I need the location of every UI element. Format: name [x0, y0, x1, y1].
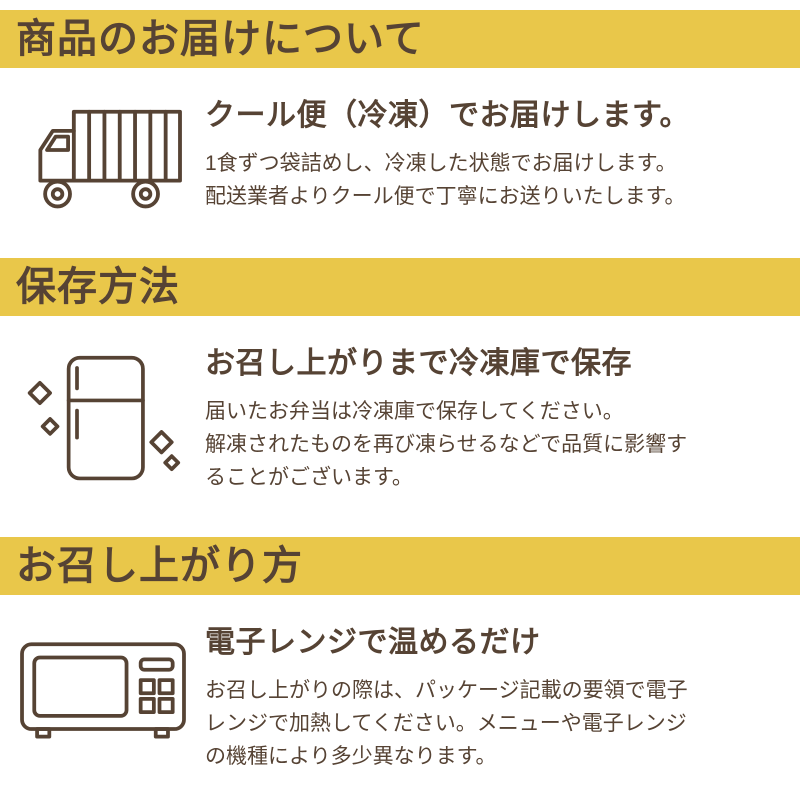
how-to-eat-title: 電子レンジで温めるだけ	[205, 625, 541, 659]
section-delivery: 商品のお届けについて クール便	[0, 10, 800, 216]
delivery-body: 1食ずつ袋詰めし、冷凍した状態でお届けします。 配送業者よりクール便で丁寧にお送…	[205, 152, 686, 208]
delivery-text: クール便（冷凍）でお届けします。 1食ずつ袋詰めし、冷凍した状態でお届けします。…	[205, 90, 800, 216]
icon-column	[0, 617, 205, 774]
section-header-title: 商品のお届けについて	[16, 17, 425, 61]
refrigerator-icon	[27, 355, 180, 481]
storage-body: 届いたお弁当は冷凍庫で保存してください。 解凍されたものを再び凍らせるなどで品質…	[205, 400, 688, 489]
section-storage: 保存方法 お召し上がりまで冷凍庫で保存 届いたお弁当は冷凍庫で保存してください。…	[0, 258, 800, 495]
delivery-title: クール便（冷凍）でお届けします。	[205, 99, 690, 132]
storage-text: お召し上がりまで冷凍庫で保存 届いたお弁当は冷凍庫で保存してください。 解凍され…	[205, 338, 800, 495]
icon-column	[0, 90, 205, 216]
how-to-eat-text: 電子レンジで温めるだけ お召し上がりの際は、パッケージ記載の要領で電子レンジで加…	[205, 617, 800, 774]
how-to-eat-content: 電子レンジで温めるだけ お召し上がりの際は、パッケージ記載の要領で電子レンジで加…	[0, 617, 800, 774]
icon-column	[0, 338, 205, 495]
delivery-truck-icon	[37, 109, 182, 209]
delivery-content: クール便（冷凍）でお届けします。 1食ずつ袋詰めし、冷凍した状態でお届けします。…	[0, 90, 800, 216]
section-how-to-eat: お召し上がり方 電子レンジで温めるだけ お召し上がりの際は、パッケージ記	[0, 536, 800, 774]
section-header-how-to-eat: お召し上がり方	[0, 536, 800, 595]
section-header-delivery: 商品のお届けについて	[0, 10, 800, 68]
storage-title: お召し上がりまで冷凍庫で保存	[205, 347, 632, 380]
how-to-eat-body: お召し上がりの際は、パッケージ記載の要領で電子レンジで加熱してください。メニュー…	[205, 678, 688, 768]
section-header-title: お召し上がり方	[16, 543, 303, 588]
microwave-icon	[19, 642, 186, 739]
storage-content: お召し上がりまで冷凍庫で保存 届いたお弁当は冷凍庫で保存してください。 解凍され…	[0, 338, 800, 495]
section-header-title: 保存方法	[16, 265, 180, 309]
section-header-storage: 保存方法	[0, 258, 800, 316]
